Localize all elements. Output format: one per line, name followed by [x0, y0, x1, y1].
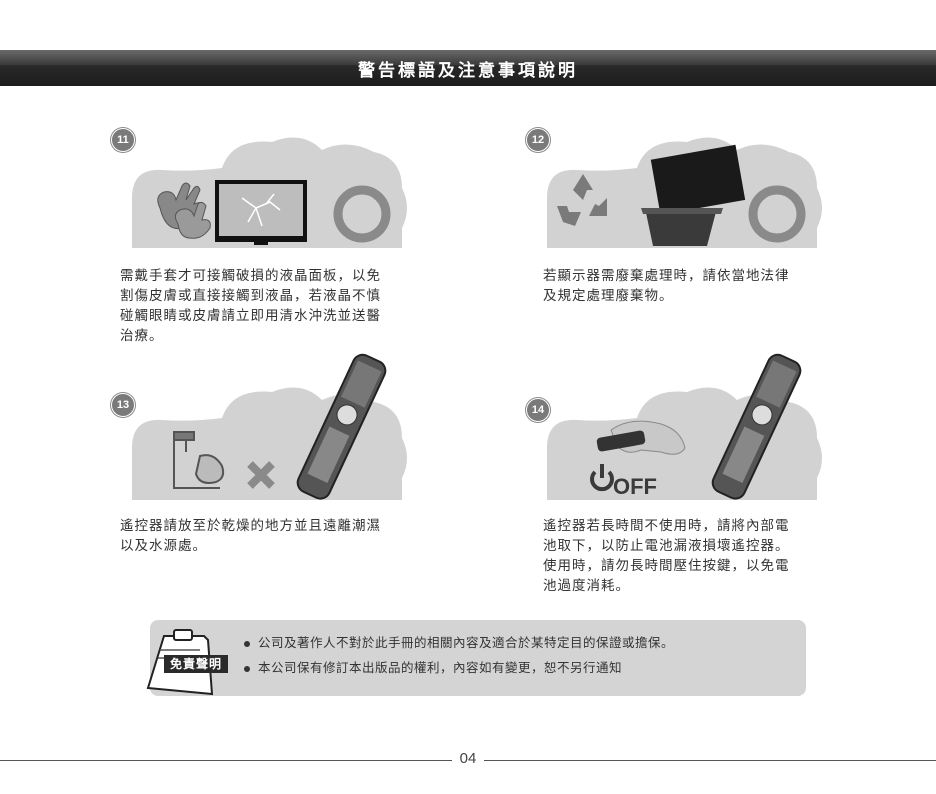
disclaimer-text: 本公司保有修訂本出版品的權利，內容如有變更，恕不另行通知 [258, 660, 623, 675]
disclaimer-box [150, 620, 806, 696]
panel-14: OFF 14 遙控器若長時間不使用時，請將內部電 池取下，以防止電池漏液損壞遙控… [526, 348, 927, 594]
panel-description: 若顯示器需廢棄處理時，請依當地法律 及規定處理廢棄物。 [543, 266, 843, 306]
text-line: 割傷皮膚或直接接觸到液晶，若液晶不慎 [120, 288, 381, 304]
remote-control-icon [711, 353, 802, 500]
allowed-circle-icon [333, 185, 391, 243]
prohibited-cross-icon [247, 461, 275, 489]
text-line: 若顯示器需廢棄處理時，請依當地法律 [543, 268, 790, 284]
bullet-icon [244, 665, 250, 672]
panel-description: 需戴手套才可接觸破損的液晶面板，以免 割傷皮膚或直接接觸到液晶，若液晶不慎 碰觸… [120, 266, 440, 346]
panel-12: 12 若顯示器需廢棄處理時，請依當地法律 及規定處理廢棄物。 [526, 128, 927, 348]
text-line: 需戴手套才可接觸破損的液晶面板，以免 [120, 268, 381, 284]
recycle-icon [557, 174, 607, 226]
power-icon [590, 464, 614, 492]
panel-description: 遙控器若長時間不使用時，請將內部電 池取下，以防止電池漏液損壞遙控器。 使用時，… [543, 516, 843, 596]
text-line: 池過度消耗。 [543, 578, 630, 594]
step-number-badge: 13 [111, 393, 135, 417]
disclaimer-text: 公司及著作人不對於此手冊的相關內容及適合於某特定目的保證或擔保。 [258, 635, 675, 650]
footer-rule-right [484, 760, 936, 761]
text-line: 使用時，請勿長時間壓住按鍵，以免電 [543, 558, 790, 574]
page-number: 04 [459, 750, 477, 767]
bullet-icon [244, 640, 250, 647]
cloud-illustration-remove-battery [547, 353, 822, 500]
text-line: 碰觸眼睛或皮膚請立即用清水沖洗並送醫 [120, 308, 381, 324]
text-line: 以及水源處。 [120, 538, 207, 554]
text-line: 遙控器請放至於乾燥的地方並且遠離潮濕 [120, 518, 381, 534]
gloves-icon [157, 182, 211, 239]
allowed-circle-icon [748, 185, 806, 243]
step-number-badge: 14 [526, 398, 550, 422]
remote-control-icon [296, 353, 387, 500]
panel-11: 11 需戴手套才可接觸破損的液晶面板，以免 割傷皮膚或直接接觸到液晶，若液晶不慎… [111, 128, 512, 348]
panel-description: 遙控器請放至於乾燥的地方並且遠離潮濕 以及水源處。 [120, 516, 440, 556]
disclaimer-item: 公司及著作人不對於此手冊的相關內容及適合於某特定目的保證或擔保。 [244, 632, 674, 651]
step-number-badge: 11 [111, 128, 135, 152]
cloud-illustration-gloves-broken-panel [132, 137, 407, 248]
hand-battery-icon [596, 420, 686, 455]
faucet-icon [173, 431, 225, 489]
text-line: 治療。 [120, 328, 164, 344]
header-band [0, 50, 936, 86]
page-title: 警告標語及注意事項說明 [358, 61, 578, 81]
text-line: 遙控器若長時間不使用時，請將內部電 [543, 518, 790, 534]
text-line: 池取下，以防止電池漏液損壞遙控器。 [543, 538, 790, 554]
panel-13: 13 遙控器請放至於乾燥的地方並且遠離潮濕 以及水源處。 [111, 348, 512, 568]
cloud-illustration-remote-water [132, 353, 407, 500]
text-line: 及規定處理廢棄物。 [543, 288, 674, 304]
disclaimer-item: 本公司保有修訂本出版品的權利，內容如有變更，恕不另行通知 [244, 657, 622, 676]
footer-rule-left [0, 760, 452, 761]
off-label: OFF [613, 474, 657, 499]
step-number-badge: 12 [526, 128, 550, 152]
disclaimer-label: 免責聲明 [164, 655, 228, 673]
cloud-illustration-recycle-disposal [547, 137, 822, 248]
